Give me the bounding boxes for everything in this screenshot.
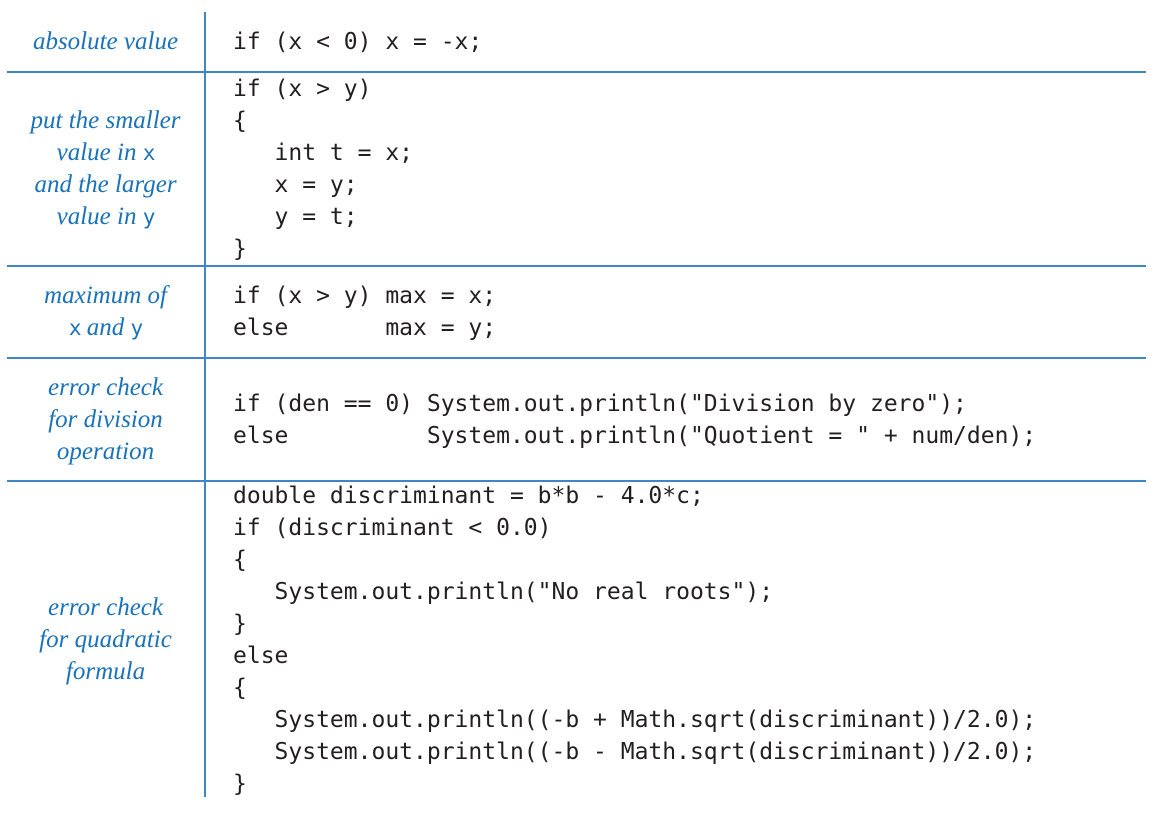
row-label-line: maximum of <box>44 280 167 312</box>
variable-name: x <box>142 141 156 165</box>
row-label-line: value in x <box>56 137 156 169</box>
row-code: if (den == 0) System.out.println("Divisi… <box>206 359 1146 480</box>
label-text: value in <box>56 203 143 230</box>
row-label-line: error check <box>48 592 163 624</box>
row-label: error check for division operation <box>7 359 206 480</box>
label-text: value in <box>56 139 143 166</box>
row-label-line: value in y <box>56 201 156 233</box>
row-label-line: formula <box>66 656 145 688</box>
row-code: if (x > y) { int t = x; x = y; y = t; } <box>206 73 1146 265</box>
label-text: operation <box>56 437 155 465</box>
variable-name: y <box>130 316 144 340</box>
row-label: error check for quadratic formula <box>7 482 206 797</box>
row-label-line: for quadratic <box>39 624 172 656</box>
row-code: if (x > y) max = x; else max = y; <box>206 267 1146 357</box>
row-label: absolute value <box>7 12 206 71</box>
variable-name: y <box>142 205 156 229</box>
row-label: maximum of x and y <box>7 267 206 357</box>
code-snippet: if (den == 0) System.out.println("Divisi… <box>233 390 1037 449</box>
label-text: put the smaller <box>30 107 181 134</box>
label-text: formula <box>65 657 146 685</box>
code-snippet: if (x < 0) x = -x; <box>233 28 483 55</box>
label-text: and <box>80 314 131 341</box>
row-label-line: absolute value <box>33 26 178 58</box>
code-examples-table: absolute value if (x < 0) x = -x; put the … <box>7 12 1146 797</box>
row-label-line: put the smaller <box>31 105 181 137</box>
code-snippet: if (x > y) { int t = x; x = y; y = t; } <box>233 76 414 262</box>
label-text: error check <box>48 373 163 401</box>
row-label-line: operation <box>57 436 154 468</box>
row-code: double discriminant = b*b - 4.0*c; if (d… <box>206 482 1146 797</box>
table-row: error check for quadratic formula double di… <box>7 480 1146 797</box>
label-text: and the larger <box>34 171 177 198</box>
label-text: for quadratic <box>39 625 172 653</box>
label-text: maximum of <box>44 282 167 309</box>
label-text: for division <box>48 405 163 433</box>
row-code: if (x < 0) x = -x; <box>206 12 1146 71</box>
variable-name: x <box>68 316 82 340</box>
row-label-line: and the larger <box>34 169 176 201</box>
row-label-line: error check <box>48 372 163 404</box>
label-text: error check <box>48 593 163 621</box>
table-row: error check for division operation if (den … <box>7 357 1146 480</box>
row-label-line: x and y <box>68 312 144 344</box>
label-text: absolute value <box>32 27 179 55</box>
code-snippet: if (x > y) max = x; else max = y; <box>233 283 497 341</box>
table-row: absolute value if (x < 0) x = -x; <box>7 12 1146 71</box>
table-row: maximum of x and y if (x > y) max = x; els… <box>7 265 1146 357</box>
code-snippet: double discriminant = b*b - 4.0*c; if (d… <box>233 482 1037 797</box>
row-label-line: for division <box>48 404 163 436</box>
